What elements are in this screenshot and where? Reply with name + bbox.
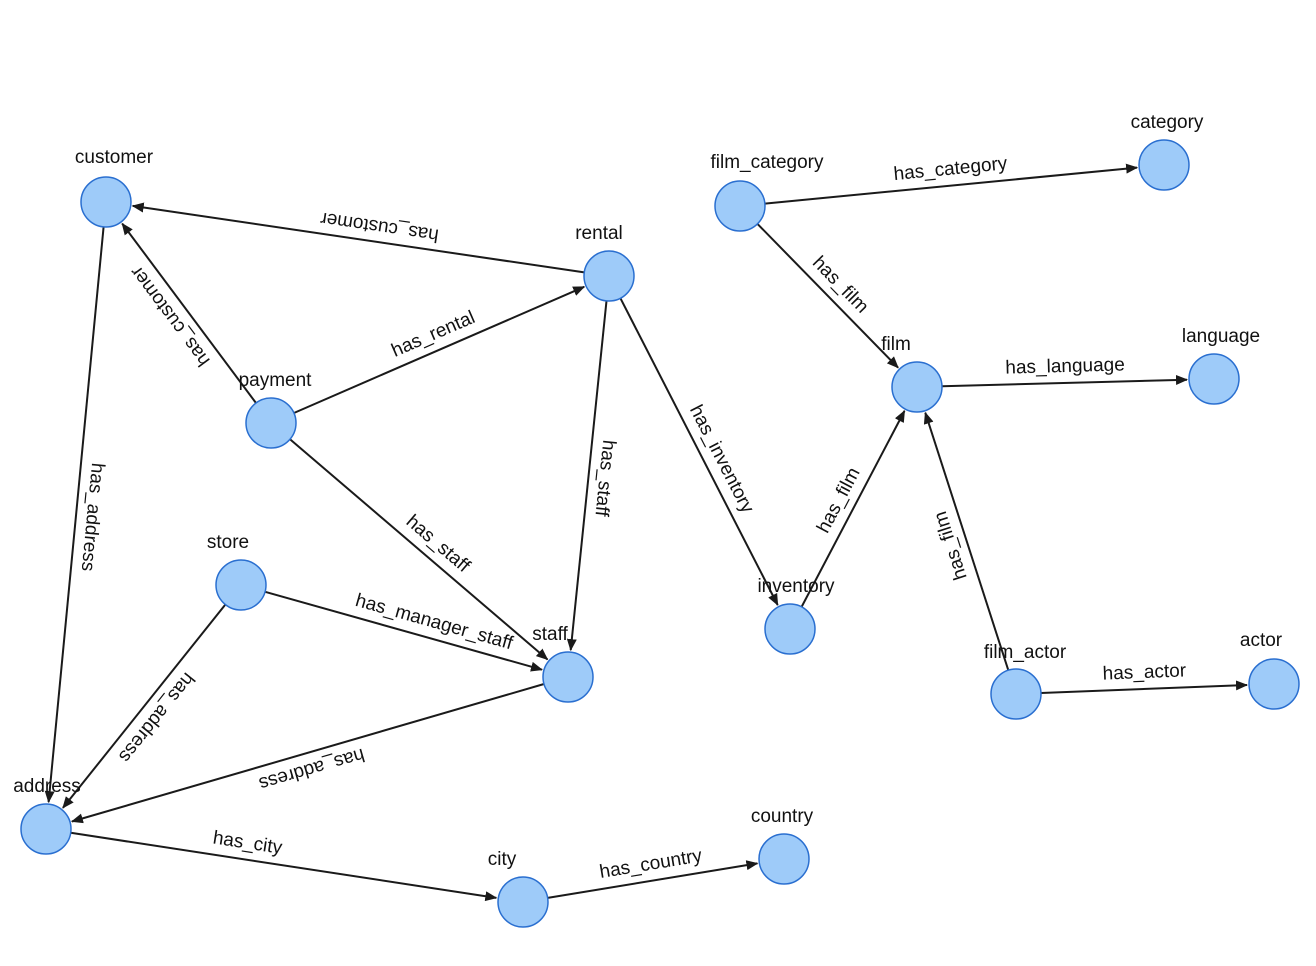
edge-line: [70, 831, 498, 902]
node-store[interactable]: store: [207, 532, 267, 611]
node-film-category[interactable]: film_category: [711, 152, 824, 232]
edge-film-to-language: has_language: [941, 354, 1188, 388]
edge-line: [547, 860, 759, 899]
node-language[interactable]: language: [1182, 326, 1260, 405]
node-film[interactable]: film: [881, 334, 943, 413]
edge-label: has_staff: [590, 439, 619, 518]
edge-address-to-city: has_city: [70, 827, 498, 902]
edge-label: has_address: [77, 462, 108, 572]
node-rental[interactable]: rental: [575, 223, 635, 302]
node-circle[interactable]: [714, 180, 766, 232]
edge-payment-to-customer: has_customer: [121, 222, 257, 404]
node-circle[interactable]: [215, 559, 267, 611]
node-actor[interactable]: actor: [1240, 630, 1300, 710]
edge-line: [764, 163, 1139, 205]
edge-label: has_language: [1005, 354, 1125, 378]
edge-line: [131, 202, 585, 274]
edge-label: has_rental: [389, 307, 479, 362]
node-circle[interactable]: [990, 668, 1042, 720]
node-circle[interactable]: [583, 250, 635, 302]
edge-line: [941, 374, 1188, 388]
nodes-layer: customer rental payment store staff address ci…: [13, 112, 1300, 928]
edge-line: [800, 410, 906, 608]
edge-line: [293, 285, 586, 414]
node-label: payment: [239, 370, 313, 391]
edge-label: has_customer: [318, 207, 440, 245]
node-circle[interactable]: [20, 803, 72, 855]
edge-line: [44, 226, 105, 804]
edge-line: [619, 297, 779, 606]
edge-label: has_inventory: [685, 402, 758, 517]
edge-line: [121, 222, 257, 404]
node-label: rental: [575, 223, 623, 244]
edge-customer-to-address: has_address: [44, 226, 108, 804]
edge-line: [289, 438, 549, 661]
node-label: customer: [75, 147, 154, 168]
node-label: film_category: [711, 152, 824, 173]
edge-line: [566, 300, 608, 652]
node-label: inventory: [757, 576, 835, 597]
node-customer[interactable]: customer: [75, 147, 154, 228]
edge-label: has_actor: [1102, 660, 1187, 684]
node-label: country: [751, 806, 814, 827]
node-circle[interactable]: [891, 361, 943, 413]
edge-line: [1040, 680, 1248, 694]
edge-store-to-address: has_address: [62, 603, 227, 809]
node-circle[interactable]: [1188, 353, 1240, 405]
node-label: store: [207, 532, 249, 553]
edge-rental-to-inventory: has_inventory: [619, 297, 779, 606]
edge-line: [756, 223, 899, 369]
edge-film_actor-to-film: has_film: [923, 411, 1010, 671]
node-circle[interactable]: [1248, 658, 1300, 710]
edge-label: has_country: [598, 845, 704, 883]
node-label: film_actor: [984, 642, 1067, 663]
edge-store-to-staff: has_manager_staff: [264, 590, 543, 672]
node-city[interactable]: city: [488, 849, 549, 928]
node-country[interactable]: country: [751, 806, 814, 885]
node-label: language: [1182, 326, 1260, 347]
edge-payment-to-rental: has_rental: [293, 285, 586, 414]
node-circle[interactable]: [497, 876, 549, 928]
node-staff[interactable]: staff: [532, 624, 594, 703]
edge-label: has_customer: [126, 261, 215, 370]
node-circle[interactable]: [245, 397, 297, 449]
edge-line: [62, 603, 227, 809]
node-label: film: [881, 334, 911, 355]
node-inventory[interactable]: inventory: [757, 576, 835, 655]
edge-film_category-to-film: has_film: [756, 223, 899, 369]
edge-film_actor-to-actor: has_actor: [1040, 660, 1248, 694]
edge-label: has_manager_staff: [353, 590, 516, 654]
node-label: address: [13, 776, 81, 797]
edge-label: has_film: [930, 509, 972, 583]
edge-label: has_address: [114, 668, 198, 766]
node-label: actor: [1240, 630, 1283, 651]
node-circle[interactable]: [764, 603, 816, 655]
node-address[interactable]: address: [13, 776, 81, 855]
node-circle[interactable]: [758, 833, 810, 885]
node-payment[interactable]: payment: [239, 370, 313, 449]
node-label: staff: [532, 624, 568, 645]
node-circle[interactable]: [542, 651, 594, 703]
edge-line: [923, 411, 1010, 671]
edge-label: has_city: [211, 827, 284, 858]
edge-city-to-country: has_country: [547, 845, 759, 899]
edge-rental-to-customer: has_customer: [131, 202, 585, 274]
edge-rental-to-staff: has_staff: [566, 300, 619, 652]
edges-layer: has_customer has_customer has_rental has_st…: [44, 153, 1248, 902]
node-circle[interactable]: [80, 176, 132, 228]
node-film-actor[interactable]: film_actor: [984, 642, 1067, 720]
node-label: category: [1131, 112, 1204, 133]
edge-line: [70, 683, 545, 824]
node-label: city: [488, 849, 517, 870]
node-category[interactable]: category: [1131, 112, 1204, 191]
edge-label: has_category: [893, 153, 1009, 185]
edge-line: [264, 590, 543, 672]
node-circle[interactable]: [1138, 139, 1190, 191]
